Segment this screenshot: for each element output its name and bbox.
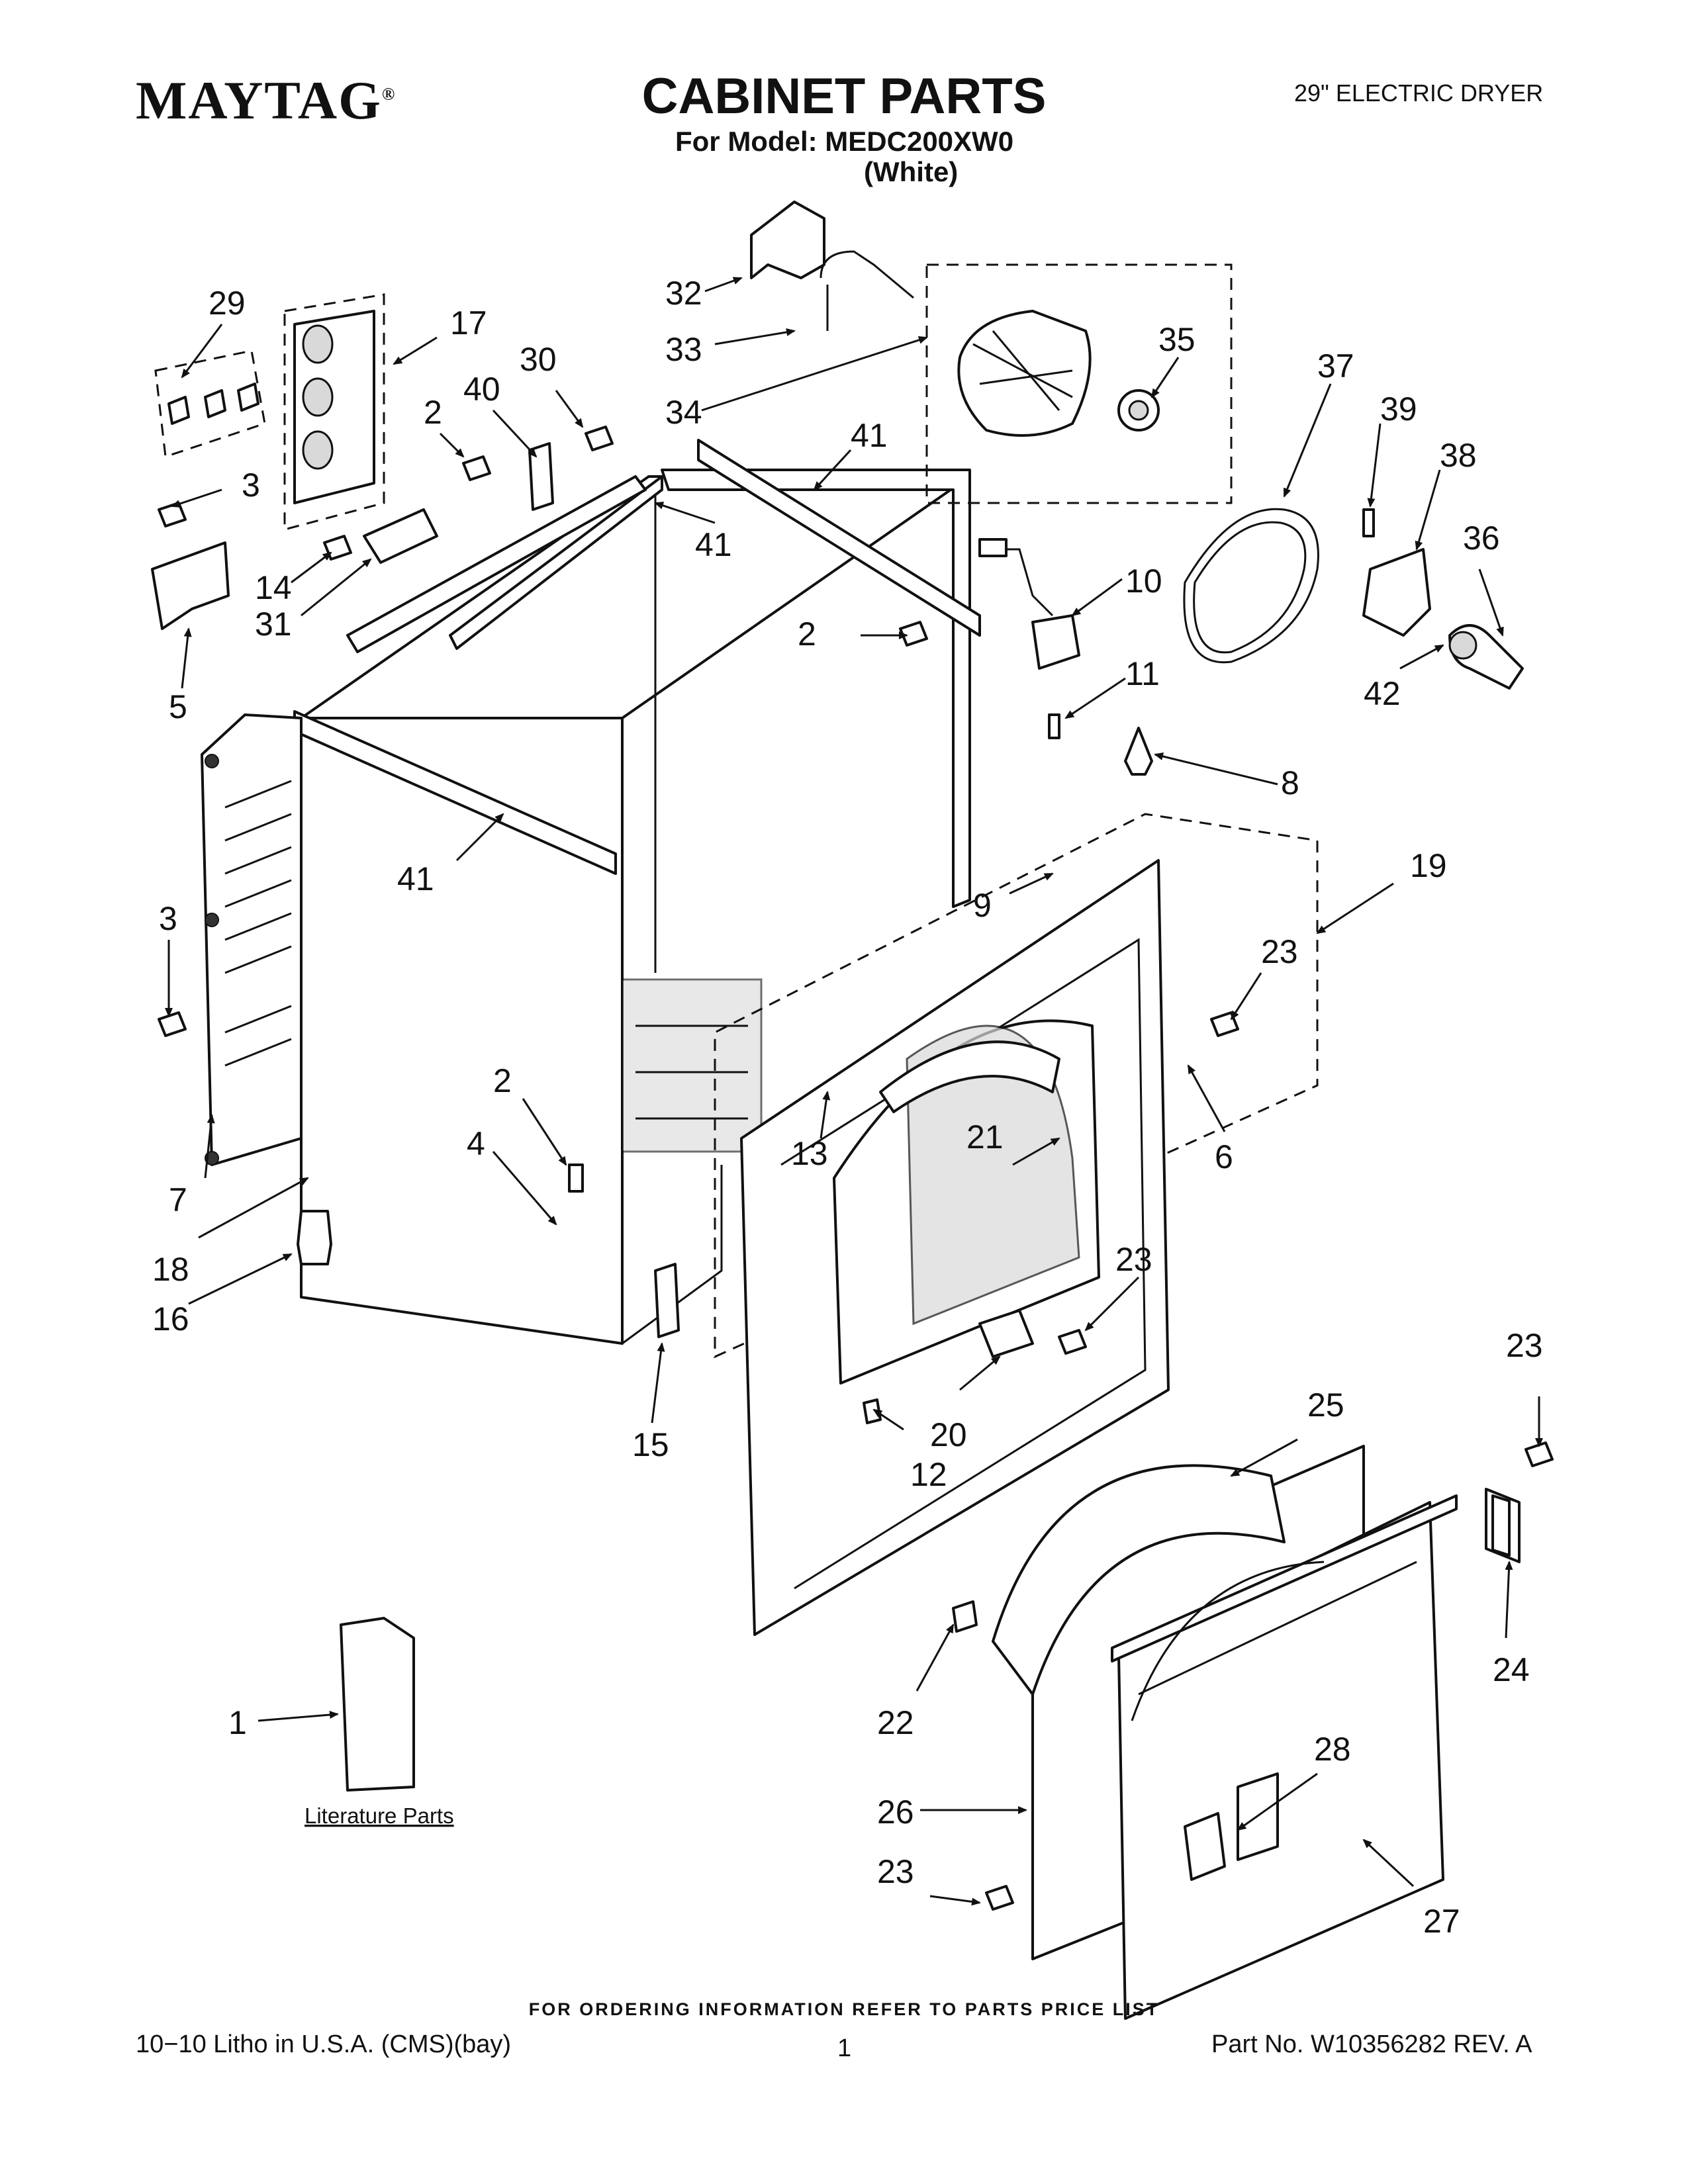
brand-name: MAYTAG <box>136 70 382 130</box>
callout-39: 39 <box>1380 390 1417 428</box>
top-rail-right <box>697 439 981 637</box>
callout-14: 14 <box>255 569 292 606</box>
thermal-fuse <box>1031 614 1080 670</box>
callout-41-left: 41 <box>397 860 434 897</box>
registered-mark: ® <box>381 84 397 104</box>
idler-screw <box>1362 508 1375 537</box>
callout-23-door: 23 <box>877 1853 914 1890</box>
callout-34: 34 <box>665 394 702 431</box>
brand-logo: MAYTAG® <box>136 69 396 132</box>
fuse-screw <box>1048 713 1060 739</box>
callout-35: 35 <box>1158 321 1196 358</box>
callout-3-lower: 3 <box>159 900 177 937</box>
front-assembly-boundary <box>714 813 1319 1359</box>
drive-motor <box>957 310 1160 437</box>
page-number: 1 <box>837 2034 852 2062</box>
screw-set <box>158 426 1554 1911</box>
rear-panel <box>201 713 303 1166</box>
callout-3-upper: 3 <box>242 467 260 504</box>
color-line: (White) <box>864 156 959 187</box>
front-panel-clip <box>978 1309 1034 1358</box>
leader-lines <box>165 277 1543 1906</box>
callout-41-back: 41 <box>695 526 732 563</box>
terminal-block <box>293 310 375 504</box>
literature-booklet <box>340 1617 415 1792</box>
callout-9: 9 <box>973 887 992 924</box>
ordering-note: FOR ORDERING INFORMATION REFER TO PARTS … <box>528 1999 1160 2019</box>
door-catch <box>952 1600 978 1633</box>
callout-20: 20 <box>930 1416 967 1453</box>
part-number: Part No. W10356282 REV. A <box>1211 2030 1532 2058</box>
callout-21: 21 <box>966 1118 1004 1156</box>
callout-37: 37 <box>1317 347 1354 385</box>
product-type: 29" ELECTRIC DRYER <box>1294 79 1544 107</box>
callout-40: 40 <box>463 371 500 408</box>
callout-17: 17 <box>450 304 487 341</box>
callout-24: 24 <box>1493 1651 1530 1688</box>
callout-8: 8 <box>1281 764 1299 801</box>
drive-belt <box>1183 508 1319 664</box>
callout-27: 27 <box>1423 1903 1460 1940</box>
callout-33: 33 <box>665 331 702 368</box>
callout-25: 25 <box>1307 1387 1344 1424</box>
callout-28: 28 <box>1314 1731 1351 1768</box>
terminal-connector-1 <box>167 396 190 425</box>
callout-11: 11 <box>1125 655 1160 692</box>
top-rail-back <box>346 475 647 653</box>
callout-36: 36 <box>1463 520 1500 557</box>
drum-support <box>1124 727 1153 776</box>
callout-41-right: 41 <box>851 417 888 454</box>
idler-bracket <box>1362 548 1431 637</box>
callout-22: 22 <box>877 1704 914 1741</box>
motor-bracket <box>750 201 825 279</box>
callout-23-hinge: 23 <box>1506 1327 1543 1364</box>
callout-2-rear: 2 <box>798 615 816 653</box>
callout-23-front: 23 <box>1115 1241 1152 1278</box>
callout-23-bulkhead: 23 <box>1261 933 1298 970</box>
motor-clamp <box>820 250 914 331</box>
terminal-bracket <box>363 508 438 564</box>
terminal-connector-2 <box>204 389 226 418</box>
hinge-leaf <box>1491 1494 1511 1557</box>
callout-12: 12 <box>910 1456 947 1493</box>
callout-10: 10 <box>1125 563 1162 600</box>
door-switch-bracket <box>528 442 554 511</box>
callout-29: 29 <box>209 285 246 322</box>
connector-kit-boundary <box>154 349 266 459</box>
callout-1: 1 <box>228 1704 247 1741</box>
terminal-cover <box>151 541 230 630</box>
terminal-block-boundary <box>283 293 385 531</box>
callout-6: 6 <box>1215 1138 1233 1175</box>
callout-26: 26 <box>877 1794 914 1831</box>
callout-42: 42 <box>1364 675 1401 712</box>
callout-31: 31 <box>255 606 292 643</box>
callout-7: 7 <box>169 1181 187 1218</box>
callout-labels: 29 17 2 40 30 3 14 31 5 41 41 41 32 33 3… <box>152 275 1543 1940</box>
front-panel <box>740 859 1170 1636</box>
terminal-connector-3 <box>237 383 259 412</box>
litho-info: 10−10 Litho in U.S.A. (CMS)(bay) <box>136 2030 512 2058</box>
door-strike <box>654 1263 680 1338</box>
literature-parts-label: Literature Parts <box>305 1803 454 1828</box>
cabinet <box>300 469 971 1345</box>
callout-38: 38 <box>1440 437 1477 474</box>
callout-2-front: 2 <box>493 1062 512 1099</box>
callout-30: 30 <box>520 341 557 378</box>
door-handle <box>1184 1812 1226 1881</box>
callout-16: 16 <box>152 1300 189 1338</box>
leveling-leg <box>297 1210 332 1265</box>
callout-19: 19 <box>1410 847 1447 884</box>
motor-assembly-boundary <box>925 263 1233 504</box>
model-line: For Model: MEDC200XW0 <box>675 126 1014 157</box>
callout-13: 13 <box>791 1135 828 1172</box>
callout-15: 15 <box>632 1426 669 1463</box>
callout-18: 18 <box>152 1251 189 1288</box>
callout-5: 5 <box>169 688 187 725</box>
callout-32: 32 <box>665 275 702 312</box>
door-assembly <box>992 1445 1458 2020</box>
callout-2-terminal: 2 <box>424 394 442 431</box>
page-title: CABINET PARTS <box>641 68 1047 124</box>
callout-4: 4 <box>467 1125 485 1162</box>
